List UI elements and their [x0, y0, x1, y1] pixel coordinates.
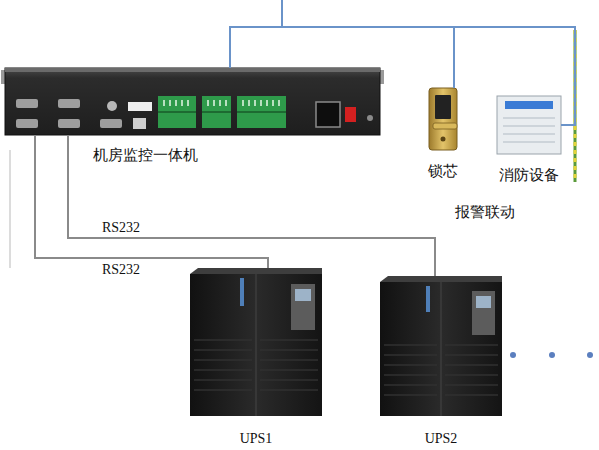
ups-box: UPS1: [190, 268, 322, 416]
fire-equipment-box: 消防设备: [497, 96, 561, 154]
group-label: 报警联动: [455, 203, 515, 221]
connector-line: [68, 135, 435, 276]
signal-label: RS232: [100, 220, 142, 236]
node-label: UPS2: [425, 430, 458, 448]
monitor-device-box: 机房监控一体机: [5, 68, 380, 135]
monitor-device: [1, 68, 384, 135]
continuation-dots: [510, 352, 593, 358]
signal-label: RS232: [100, 262, 142, 278]
fire-equipment-icon: [497, 96, 561, 154]
ups-cabinet: [380, 276, 502, 416]
node-label: UPS1: [240, 430, 273, 448]
connector-line: [35, 135, 268, 268]
wire: [281, 0, 283, 27]
node-label: 机房监控一体机: [93, 146, 198, 164]
ups-box: UPS2: [380, 276, 502, 416]
wire: [9, 150, 11, 268]
node-label: 锁芯: [428, 162, 458, 180]
lock-icon: [429, 88, 457, 150]
lock-box: 锁芯: [429, 88, 457, 150]
ups-cabinet: [190, 268, 322, 416]
connector-line: [230, 27, 575, 125]
node-label: 消防设备: [499, 166, 559, 184]
connector-line: [230, 27, 454, 88]
